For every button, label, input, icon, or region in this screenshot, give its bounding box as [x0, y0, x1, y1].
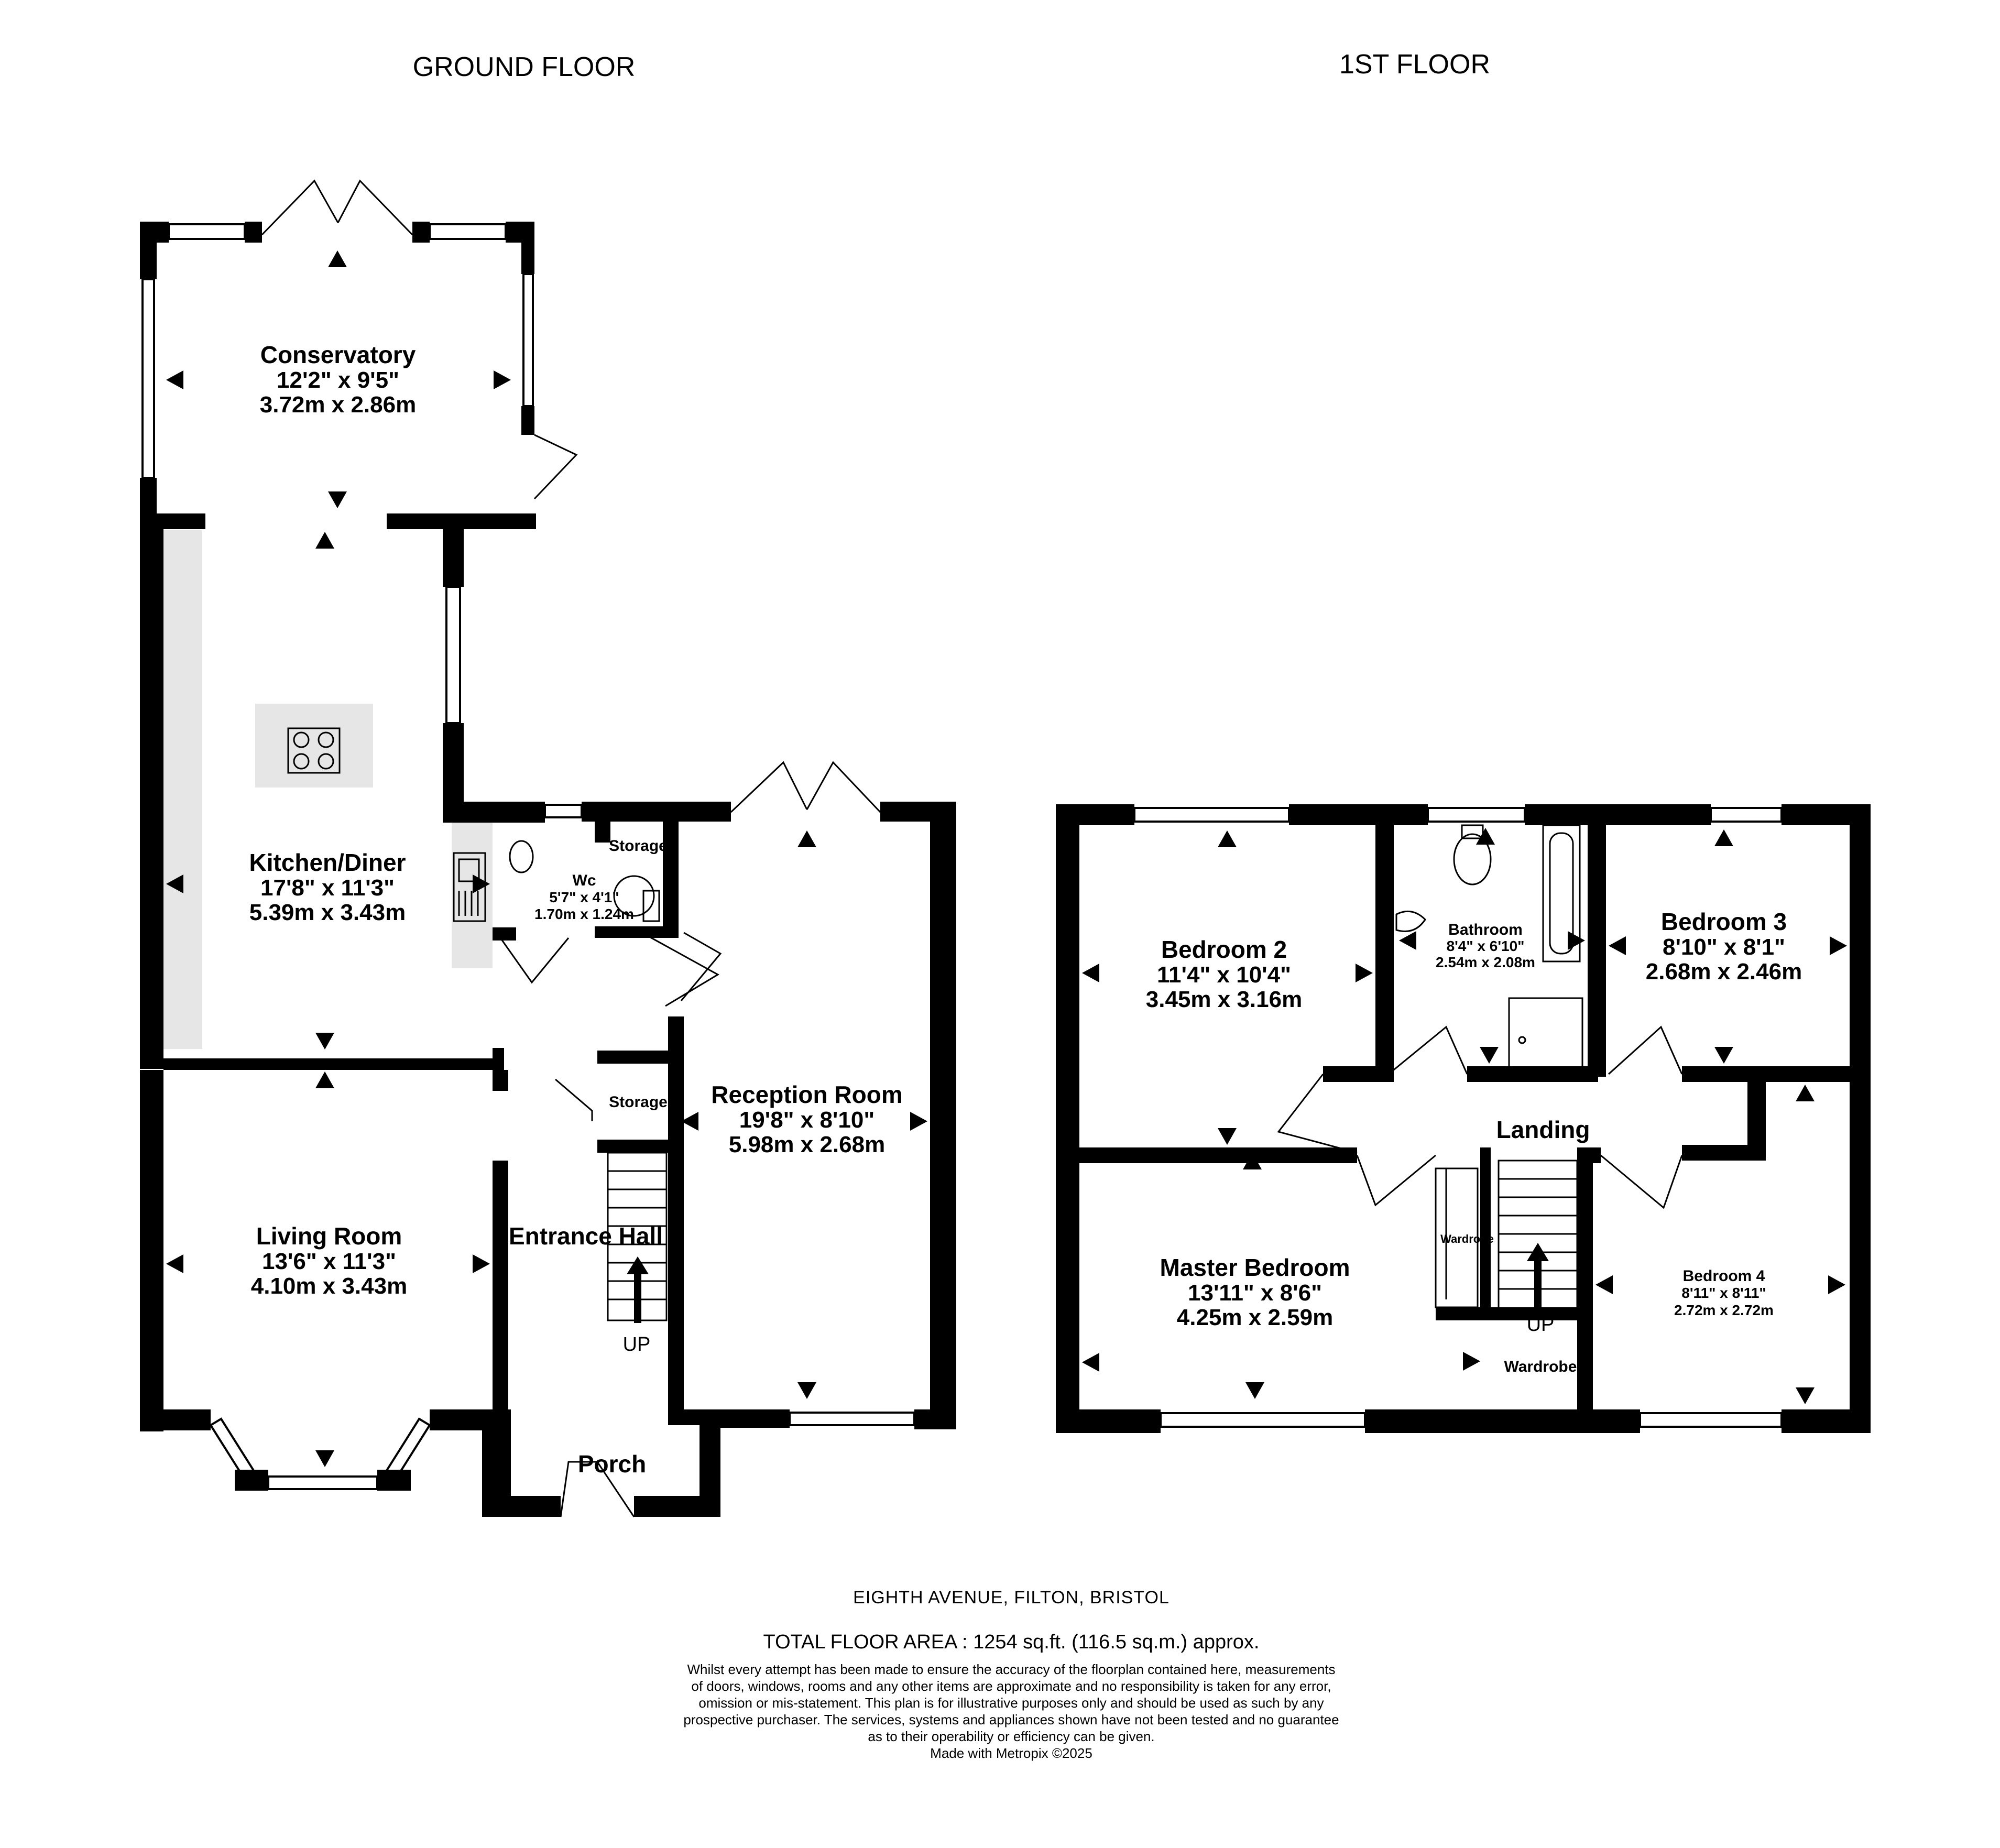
- ground-floor-title: GROUND FLOOR: [413, 52, 636, 82]
- conservatory-windows: [141, 223, 534, 479]
- landing-up-arrow: [1527, 1243, 1549, 1310]
- kitchen-walls: [140, 513, 532, 1077]
- landing-up-label: UP: [1527, 1314, 1555, 1336]
- first-floor-walls: [1056, 804, 1871, 1433]
- bedroom3-metric: 2.68m x 2.46m: [1646, 959, 1802, 985]
- wc-fixtures: [499, 840, 660, 984]
- bathroom-imperial: 8'4" x 6'10": [1447, 938, 1525, 954]
- conservatory-imperial: 12'2" x 9'5": [277, 367, 399, 393]
- conservatory-doors: [261, 179, 578, 500]
- bedroom3-imperial: 8'10" x 8'1": [1663, 934, 1785, 960]
- stairs-up-arrow: [627, 1256, 649, 1323]
- storage-label-hall: Storage: [609, 1094, 668, 1111]
- entrance-hall-label: Entrance Hall: [509, 1222, 663, 1250]
- bathroom-metric: 2.54m x 2.08m: [1436, 954, 1535, 970]
- reception-name: Reception Room: [711, 1081, 902, 1108]
- bedroom4-imperial: 8'11" x 8'11": [1681, 1285, 1766, 1301]
- bedroom4-name: Bedroom 4: [1683, 1267, 1765, 1285]
- wc-imperial: 5'7" x 4'1": [549, 889, 619, 905]
- bedroom2-metric: 3.45m x 3.16m: [1146, 987, 1302, 1012]
- landing-doors: [1277, 1025, 1683, 1209]
- living-imperial: 13'6" x 11'3": [262, 1249, 396, 1274]
- kitchen-island: [255, 704, 373, 788]
- hall-walls: [493, 1051, 672, 1412]
- ground-floor: UP: [140, 179, 956, 1517]
- reception-imperial: 19'8" x 8'10": [739, 1107, 875, 1133]
- reception-walls: [668, 802, 956, 1429]
- conservatory-metric: 3.72m x 2.86m: [260, 392, 416, 418]
- disclaimer: Whilst every attempt has been made to en…: [618, 1661, 1404, 1762]
- conservatory-name: Conservatory: [260, 341, 416, 368]
- living-name: Living Room: [256, 1222, 402, 1250]
- bathroom-name: Bathroom: [1448, 921, 1523, 938]
- first-floor: UP: [1056, 804, 1871, 1433]
- wardrobe-label: Wardrobe: [1504, 1358, 1577, 1375]
- total-floor-area: TOTAL FLOOR AREA : 1254 sq.ft. (116.5 sq…: [763, 1631, 1260, 1653]
- property-address: EIGHTH AVENUE, FILTON, BRISTOL: [853, 1588, 1170, 1608]
- credit: Made with Metropix ©2025: [930, 1745, 1092, 1761]
- bedroom4-metric: 2.72m x 2.72m: [1674, 1302, 1774, 1318]
- master-name: Master Bedroom: [1160, 1254, 1350, 1281]
- disclaimer-line: as to their operability or efficiency ca…: [868, 1729, 1155, 1744]
- measurement-arrows: [166, 250, 1847, 1467]
- storage-label-wc: Storage: [609, 837, 668, 855]
- bedroom2-imperial: 11'4" x 10'4": [1157, 962, 1291, 988]
- first-floor-windows: [1133, 807, 1783, 1428]
- kitchen-imperial: 17'8" x 11'3": [260, 875, 395, 901]
- kitchen-window: [445, 586, 461, 724]
- living-metric: 4.10m x 3.43m: [251, 1273, 407, 1299]
- wc-window: [544, 804, 583, 818]
- first-floor-title: 1ST FLOOR: [1339, 49, 1490, 80]
- stairs-icon: [555, 932, 720, 1321]
- bathroom-fixtures: [1395, 824, 1583, 1070]
- wardrobe-stair-label: Wardrobe: [1440, 1232, 1494, 1245]
- porch-walls: [482, 1409, 720, 1517]
- landing-label: Landing: [1496, 1116, 1590, 1143]
- room-labels: Conservatory 12'2" x 9'5" 3.72m x 2.86m …: [249, 341, 1802, 1478]
- porch-label: Porch: [578, 1450, 646, 1478]
- disclaimer-line: Whilst every attempt has been made to en…: [687, 1661, 1336, 1677]
- disclaimer-line: prospective purchaser. The services, sys…: [683, 1712, 1339, 1727]
- reception-doors: [680, 761, 881, 1001]
- master-imperial: 13'11" x 8'6": [1188, 1280, 1322, 1306]
- master-wardrobe: [1435, 1167, 1479, 1308]
- kitchen-name: Kitchen/Diner: [249, 849, 406, 876]
- kitchen-metric: 5.39m x 3.43m: [249, 900, 406, 925]
- disclaimer-line: omission or mis-statement. This plan is …: [698, 1695, 1324, 1711]
- reception-window: [789, 1412, 915, 1426]
- stairs-up-label: UP: [623, 1333, 651, 1355]
- bedroom3-name: Bedroom 3: [1661, 908, 1787, 935]
- bedroom2-name: Bedroom 2: [1161, 936, 1287, 963]
- master-metric: 4.25m x 2.59m: [1177, 1305, 1333, 1330]
- disclaimer-line: of doors, windows, rooms and any other i…: [691, 1678, 1331, 1694]
- living-bay-posts: [235, 1470, 411, 1491]
- wc-metric: 1.70m x 1.24m: [534, 906, 634, 922]
- hob-icon: [287, 727, 341, 774]
- living-walls: [140, 1070, 508, 1431]
- reception-metric: 5.98m x 2.68m: [729, 1132, 885, 1157]
- wc-name: Wc: [573, 872, 596, 889]
- porch-door: [560, 1461, 635, 1517]
- kitchen-worktop: [163, 530, 202, 1049]
- footer: EIGHTH AVENUE, FILTON, BRISTOL TOTAL FLO…: [618, 1588, 1404, 1762]
- sink-icon: [453, 852, 486, 922]
